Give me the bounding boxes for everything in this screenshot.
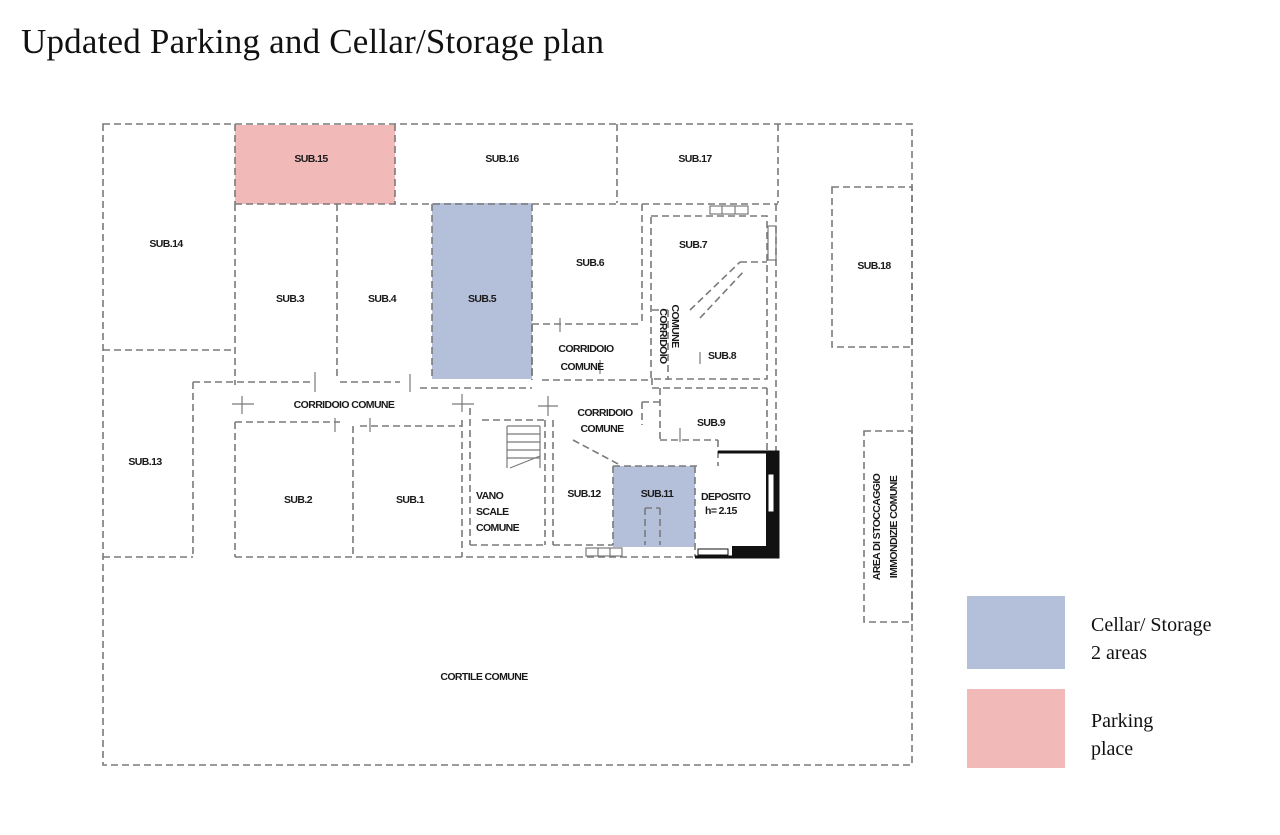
label-sub14: SUB.14	[149, 238, 183, 250]
label-corridoio-vertical: CORRIDOIO	[657, 308, 669, 364]
label-sub11: SUB.11	[641, 488, 674, 500]
parking-highlight-sub15[interactable]	[235, 125, 395, 204]
label-sub3: SUB.3	[276, 293, 305, 305]
label-sub8: SUB.8	[708, 350, 737, 362]
room-labels: SUB.15 SUB.16 SUB.17 SUB.14 SUB.18 SUB.3…	[128, 153, 900, 683]
legend-parking-line2: place	[1091, 738, 1134, 760]
deposito-walls	[695, 450, 780, 559]
label-cortile-comune: CORTILE COMUNE	[440, 671, 528, 683]
legend-cellar-text: Cellar/ Storage 2 areas	[1091, 611, 1271, 667]
label-sub17: SUB.17	[678, 153, 712, 165]
label-sub9: SUB.9	[697, 417, 726, 429]
label-corridoio-comune-main: CORRIDOIO COMUNE	[294, 399, 395, 411]
label-sub2: SUB.2	[284, 494, 313, 506]
label-area-stoccaggio: AREA DI STOCCAGGIO	[871, 473, 883, 580]
label-corridoio-2: CORRIDOIO	[577, 407, 633, 419]
label-sub15: SUB.15	[294, 153, 328, 165]
legend-cellar-line1: Cellar/ Storage	[1091, 614, 1212, 636]
label-sub1: SUB.1	[396, 494, 425, 506]
label-comune-1: COMUNE	[560, 361, 604, 373]
label-comune-2: COMUNE	[580, 423, 624, 435]
label-sub18: SUB.18	[857, 260, 891, 272]
cellar-highlight-sub11[interactable]	[613, 466, 695, 547]
label-immondizie-comune: IMMONDIZIE COMUNE	[888, 475, 900, 578]
label-corridoio-1: CORRIDOIO	[558, 343, 614, 355]
dashed-walls	[102, 123, 913, 766]
page-title: Updated Parking and Cellar/Storage plan	[21, 22, 605, 61]
door-marks	[232, 205, 777, 557]
cellar-highlight-sub5[interactable]	[432, 203, 532, 379]
label-vano: VANO	[476, 490, 504, 502]
legend-cellar-line2: 2 areas	[1091, 642, 1148, 664]
label-comune-scale: COMUNE	[476, 522, 520, 534]
label-sub12: SUB.12	[567, 488, 601, 500]
legend-parking-line1: Parking	[1091, 710, 1154, 732]
label-sub7: SUB.7	[679, 239, 708, 251]
label-deposito: DEPOSITO	[701, 491, 751, 503]
legend-cellar-swatch	[967, 596, 1065, 669]
legend-parking-text: Parking place	[1091, 707, 1271, 763]
label-comune-vertical: COMUNE	[669, 304, 681, 348]
label-sub4: SUB.4	[368, 293, 397, 305]
label-sub16: SUB.16	[485, 153, 519, 165]
label-sub5: SUB.5	[468, 293, 497, 305]
label-scale: SCALE	[476, 506, 509, 518]
label-sub13: SUB.13	[128, 456, 162, 468]
label-deposito-height: h= 2.15	[705, 505, 737, 517]
legend-parking-swatch	[967, 689, 1065, 768]
label-sub6: SUB.6	[576, 257, 605, 269]
